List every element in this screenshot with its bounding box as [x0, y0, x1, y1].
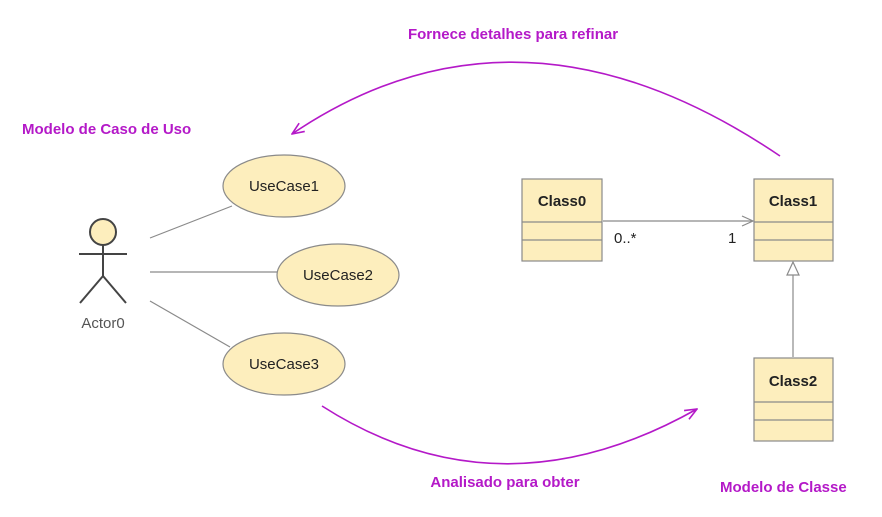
actor-icon[interactable]	[79, 218, 127, 304]
use-case-label: UseCase2	[303, 267, 373, 284]
target-multiplicity: 1	[728, 230, 736, 247]
class-name-label: Class2	[769, 373, 817, 390]
actor-usecase3-link	[149, 300, 231, 348]
generalization-arrowhead	[786, 260, 800, 276]
actor-label: Actor0	[81, 315, 124, 332]
class-name-label: Class1	[769, 193, 817, 210]
use-case-usecase2[interactable]: UseCase2	[276, 243, 400, 307]
source-multiplicity: 0..*	[614, 230, 637, 247]
class-model-label: Modelo de Classe	[720, 479, 847, 496]
use-case-label: UseCase3	[249, 356, 319, 373]
class-class1[interactable]: Class1	[753, 178, 834, 262]
use-case-usecase1[interactable]: UseCase1	[222, 154, 346, 218]
class-name-label: Class0	[538, 193, 586, 210]
actor-right-leg	[102, 275, 127, 304]
class-class0[interactable]: Class0	[521, 178, 603, 262]
top-arrow-label: Fornece detalhes para refinar	[408, 26, 618, 43]
actor-head	[89, 218, 117, 246]
actor-left-leg	[79, 275, 104, 304]
use-case-usecase3[interactable]: UseCase3	[222, 332, 346, 396]
use-case-model-label: Modelo de Caso de Uso	[22, 121, 191, 138]
analysis-arrow	[321, 405, 697, 465]
use-case-label: UseCase1	[249, 178, 319, 195]
association-arrowhead	[741, 215, 755, 227]
actor-usecase1-link	[149, 205, 233, 239]
bottom-arrow-label: Analisado para obter	[430, 474, 579, 491]
refine-arrow	[292, 61, 781, 157]
class-class2[interactable]: Class2	[753, 357, 834, 442]
